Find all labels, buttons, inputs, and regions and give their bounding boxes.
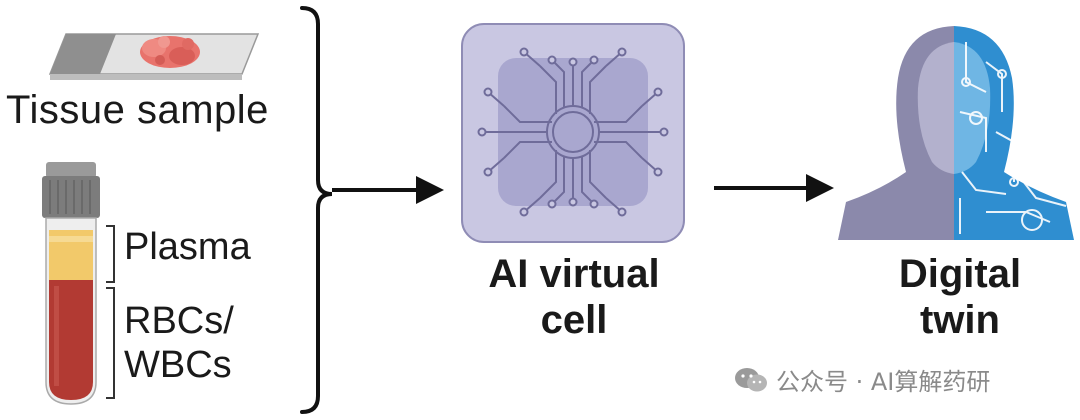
rbc-label-line1: RBCs/ — [124, 300, 234, 342]
ai-virtual-cell-chip — [461, 23, 685, 243]
arrow-to-ai-cell — [332, 176, 444, 204]
ai-cell-label-line2: cell — [540, 298, 608, 342]
arrow-to-digital-twin — [714, 174, 834, 202]
ai-cell-label-line1: AI virtual — [488, 252, 660, 296]
digital-twin-label-line2: twin — [920, 298, 1000, 342]
tissue-blob — [140, 36, 200, 68]
tissue-sample-label: Tissue sample — [6, 88, 269, 132]
tissue-slide-illustration — [48, 33, 260, 80]
rbc-label-line2: WBCs — [124, 344, 232, 386]
plasma-label: Plasma — [124, 226, 251, 268]
digital-twin-figure — [838, 26, 1074, 240]
wechat-icon — [735, 367, 767, 391]
watermark: 公众号 · AI算解药研 — [734, 362, 990, 397]
watermark-text: 公众号 · AI算解药研 — [776, 368, 991, 396]
grouping-brace — [300, 6, 333, 414]
blood-tube-illustration — [42, 162, 115, 405]
digital-twin-label-line1: Digital — [898, 252, 1022, 296]
